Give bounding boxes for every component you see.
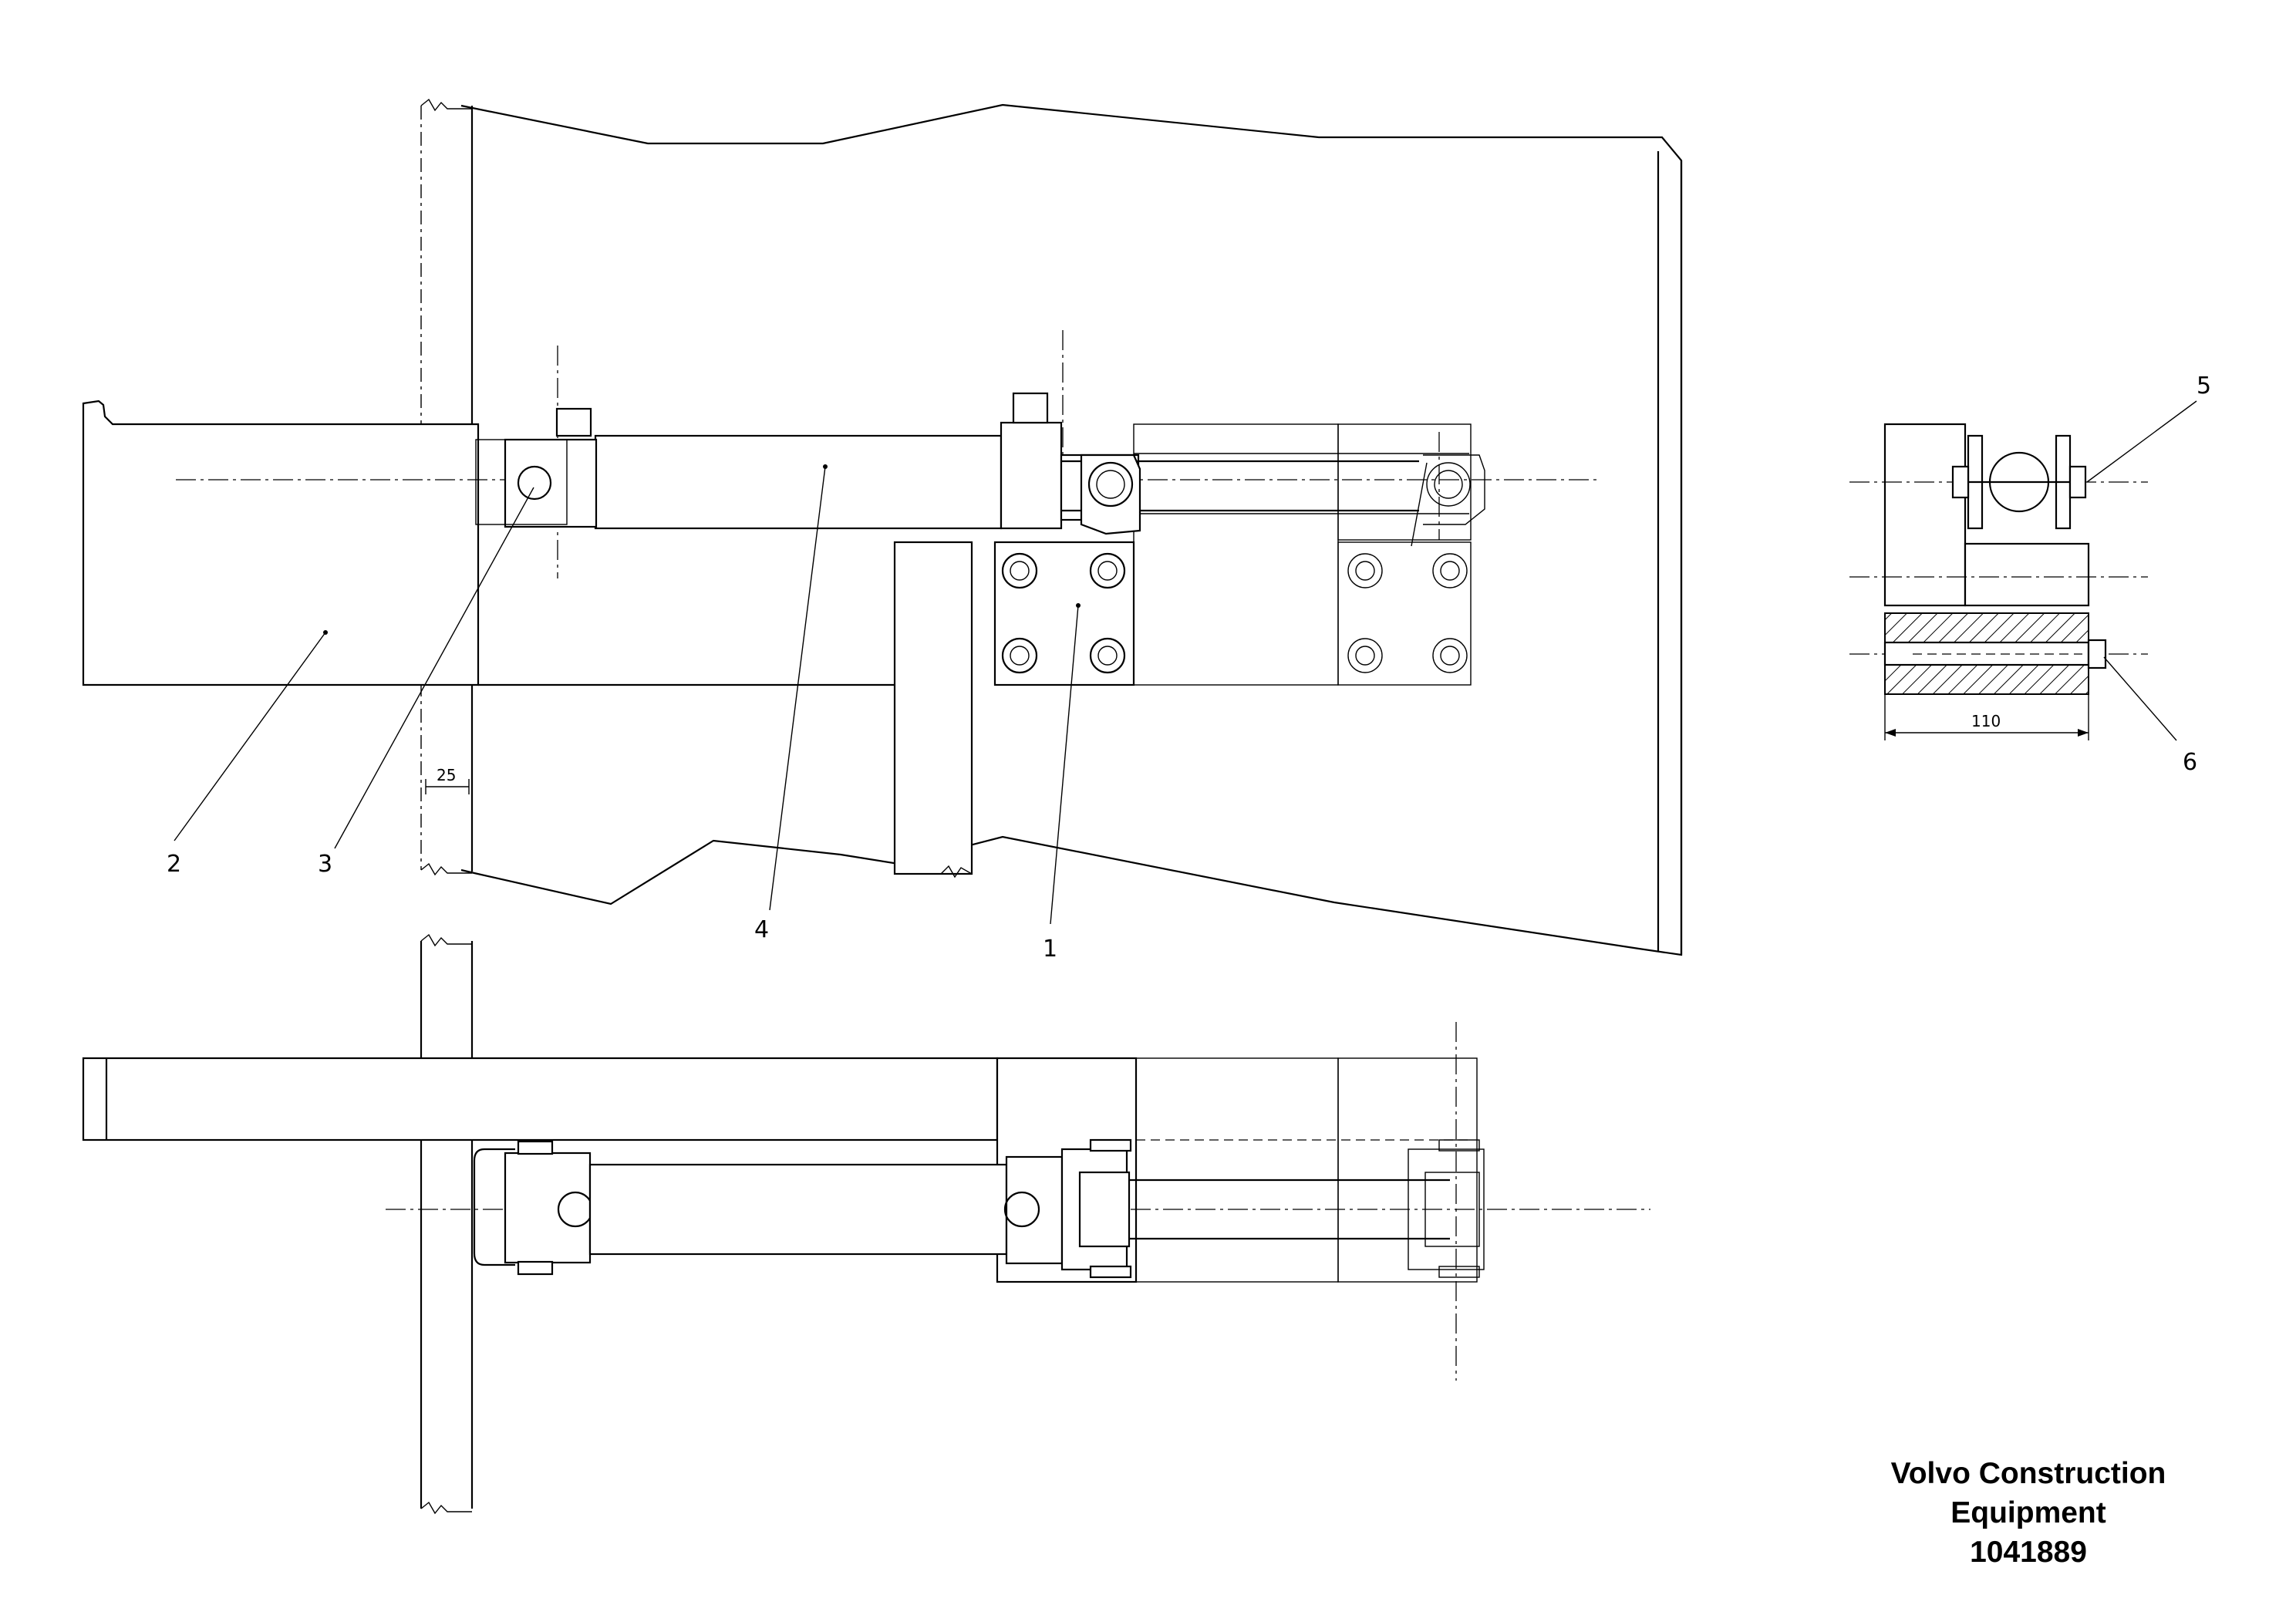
callout-4: 4 bbox=[754, 916, 769, 943]
callout-5: 5 bbox=[2197, 373, 2211, 400]
section-view: 110 5 6 bbox=[1849, 373, 2211, 776]
title-block: Volvo Construction Equipment 1041889 bbox=[1836, 1454, 2221, 1572]
company-name-line2: Equipment bbox=[1950, 1496, 2106, 1529]
width-dimension: 110 bbox=[1884, 694, 2089, 740]
frame-plate bbox=[460, 103, 1683, 956]
callout-1: 1 bbox=[1043, 936, 1057, 963]
beam-bottom bbox=[82, 1057, 999, 1141]
bolt-group-phantom bbox=[1347, 553, 1468, 673]
hatched-section bbox=[1884, 612, 2089, 643]
gap-dimension: 25 bbox=[425, 766, 470, 794]
callout-3: 3 bbox=[318, 851, 332, 878]
beam bbox=[82, 400, 480, 686]
bolt-group bbox=[1001, 552, 1126, 674]
hydraulic-cylinder-bottom bbox=[473, 1138, 1485, 1279]
width-dimension-label: 110 bbox=[1971, 712, 2001, 730]
part-number: 1041889 bbox=[1970, 1536, 2087, 1569]
top-view: 25 1 2 3 4 bbox=[82, 98, 1683, 963]
callout-6: 6 bbox=[2183, 749, 2197, 776]
hydraulic-cylinder bbox=[475, 392, 1485, 535]
callout-2: 2 bbox=[167, 851, 181, 878]
bottom-view bbox=[82, 933, 1650, 1515]
company-name-line1: Volvo Construction bbox=[1890, 1457, 2166, 1490]
gap-dimension-label: 25 bbox=[437, 766, 456, 784]
post bbox=[893, 541, 973, 875]
